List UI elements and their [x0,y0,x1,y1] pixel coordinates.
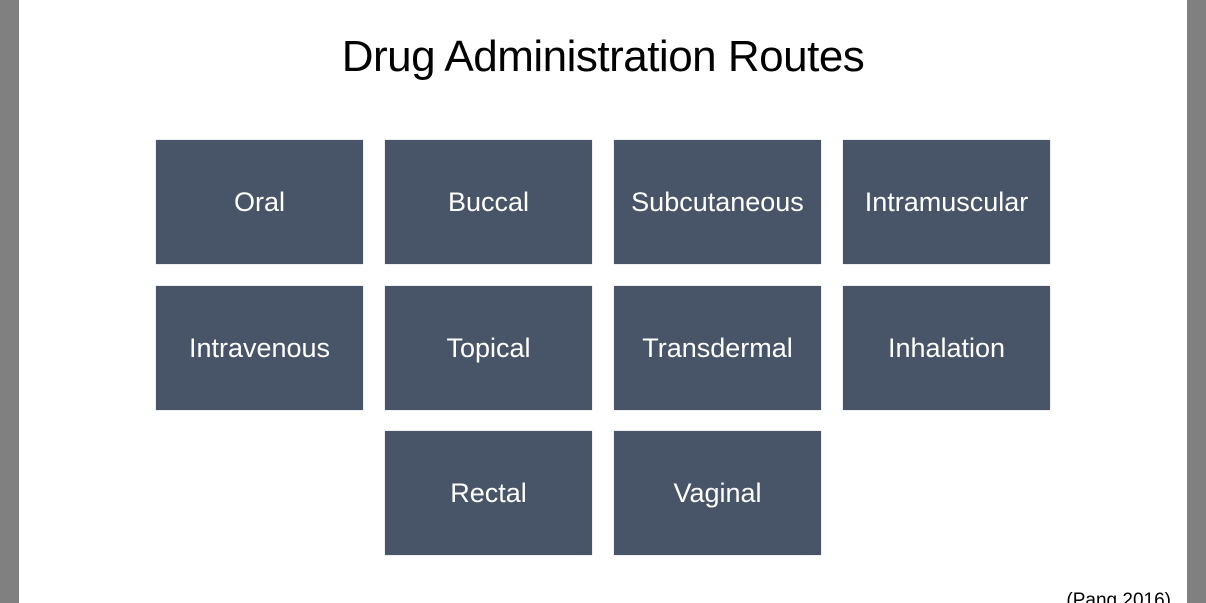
route-label: Inhalation [887,332,1006,363]
route-box-topical: Topical [385,286,592,410]
route-box-rectal: Rectal [385,431,592,555]
route-label: Topical [446,332,531,363]
route-box-transdermal: Transdermal [614,286,821,410]
slide-title: Drug Administration Routes [341,32,865,81]
route-label: Intravenous [188,332,331,363]
route-label: Oral [233,186,285,217]
route-box-buccal: Buccal [385,140,592,264]
route-box-intravenous: Intravenous [156,286,363,410]
route-label: Buccal [447,186,530,217]
route-label: Rectal [450,477,527,508]
route-label: Transdermal [642,332,793,363]
route-box-inhalation: Inhalation [843,286,1050,410]
route-box-intramuscular: Intramuscular [843,140,1050,264]
route-label: Vaginal [673,477,762,508]
route-label: Subcutaneous [631,186,804,217]
route-label: Intramuscular [864,186,1029,217]
slide: Drug Administration Routes Oral Buccal S… [19,0,1187,603]
route-box-subcutaneous: Subcutaneous [614,140,821,264]
route-box-oral: Oral [156,140,363,264]
route-box-vaginal: Vaginal [614,431,821,555]
citation: (Pang 2016) [1066,590,1171,603]
